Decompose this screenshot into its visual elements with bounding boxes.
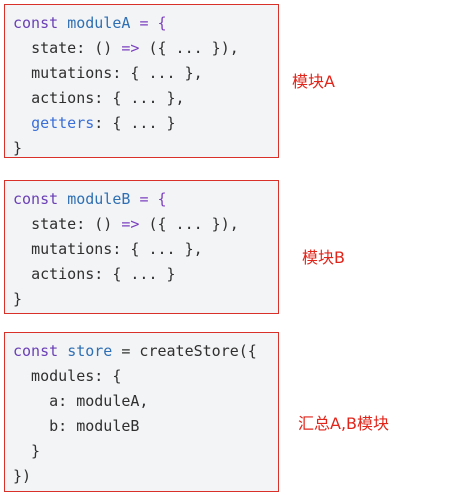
code-block-module-a: const moduleA = { state: () => ({ ... })… — [4, 4, 279, 158]
code-line: const moduleA = { — [13, 11, 278, 36]
annotation-store: 汇总A,B模块 — [298, 414, 390, 433]
code-rest: = { — [139, 190, 167, 208]
prop-key: state — [31, 39, 77, 57]
variable-name: store — [67, 342, 113, 360]
code-line: const store = createStore({ — [13, 339, 278, 364]
closing-brace: } — [13, 139, 23, 157]
arrow-operator: => — [121, 215, 140, 233]
prop-value: ({ ... }), — [148, 39, 239, 57]
code-line: } — [13, 442, 41, 460]
keyword-const: const — [13, 342, 59, 360]
prop-value: ({ ... }), — [148, 215, 239, 233]
arrow-operator: => — [121, 39, 140, 57]
code-rest: = createStore({ — [121, 342, 257, 360]
code-line: state: () => ({ ... }), — [31, 39, 239, 57]
keyword-const: const — [13, 190, 59, 208]
prop-key: mutations — [31, 64, 113, 82]
prop-key-getters: getters — [31, 114, 95, 132]
prop-value: { ... }, — [130, 64, 203, 82]
annotation-module-b: 模块B — [302, 248, 345, 267]
annotation-module-a: 模块A — [292, 72, 335, 91]
code-line: mutations: { ... }, — [31, 64, 203, 82]
variable-name: moduleA — [67, 14, 131, 32]
prop-value: { ... }, — [112, 89, 185, 107]
fn-parens: () — [94, 215, 113, 233]
code-block-store: const store = createStore({ modules: { a… — [4, 332, 279, 492]
code-line: modules: { — [13, 367, 122, 385]
code-line: state: () => ({ ... }), — [31, 215, 239, 233]
code-line: getters: { ... } — [31, 114, 176, 132]
code-block-module-b: const moduleB = { state: () => ({ ... })… — [4, 180, 279, 314]
prop-key: state — [31, 215, 77, 233]
code-line: } — [13, 136, 278, 161]
code-rest: = { — [139, 14, 167, 32]
code-line: const moduleB = { — [13, 187, 278, 212]
prop-key: actions — [31, 89, 95, 107]
variable-name: moduleB — [67, 190, 131, 208]
closing-brace: } — [13, 290, 23, 308]
code-line: actions: { ... } — [31, 265, 176, 283]
code-line: a: moduleA, — [13, 392, 149, 410]
prop-key: mutations — [31, 240, 113, 258]
code-line: mutations: { ... }, — [31, 240, 203, 258]
keyword-const: const — [13, 14, 59, 32]
prop-value: { ... }, — [130, 240, 203, 258]
prop-value: { ... } — [112, 265, 176, 283]
code-line: b: moduleB — [13, 417, 140, 435]
prop-value: { ... } — [112, 114, 176, 132]
code-line: }) — [13, 464, 278, 489]
code-line: } — [13, 287, 278, 312]
closing-brace: }) — [13, 467, 32, 485]
fn-parens: () — [94, 39, 113, 57]
code-line: actions: { ... }, — [31, 89, 185, 107]
prop-key: actions — [31, 265, 95, 283]
